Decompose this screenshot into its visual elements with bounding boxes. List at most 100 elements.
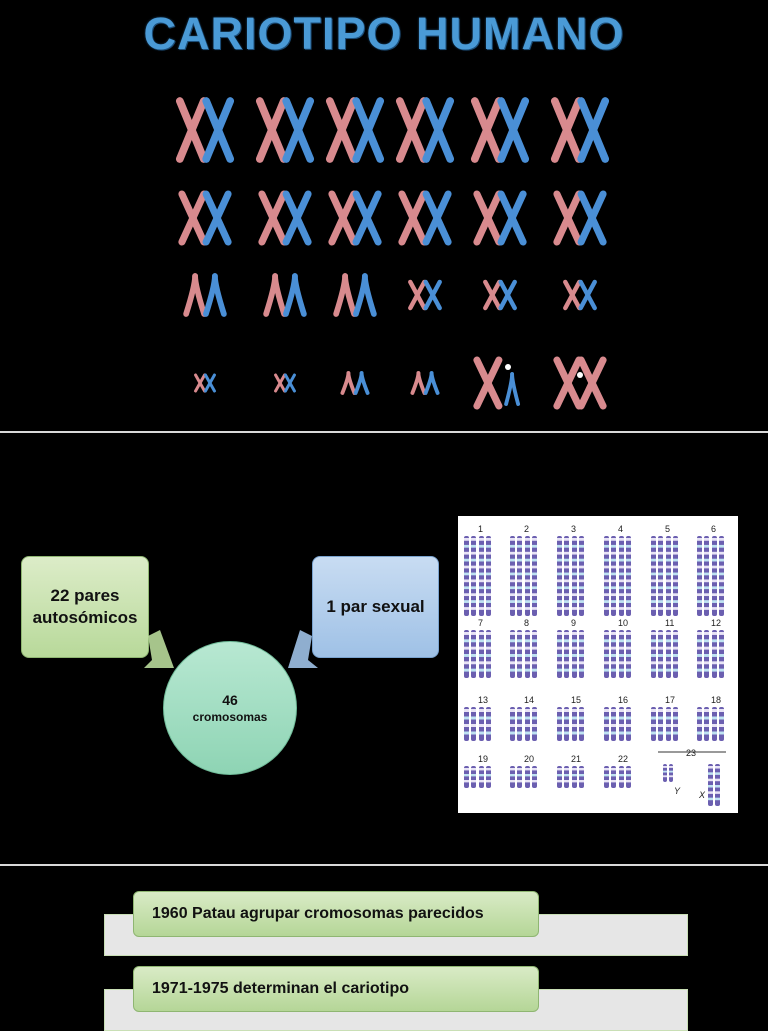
banded-chromosome [572,630,584,678]
chromosome-paternal [283,373,296,393]
chromosome-paternal [352,97,385,163]
chromosome-number-label: 22 [618,754,628,764]
chromosome-paternal [422,97,455,163]
sex-pair-box: 1 par sexual [312,556,439,658]
x-label: X [698,790,706,800]
chromosome-x [577,356,607,410]
chromosome-number-label: 19 [478,754,488,764]
chromosome-paternal [352,190,382,246]
chromosome-paternal [497,190,527,246]
chromosome-x [553,356,583,410]
banded-chromosome [510,630,522,678]
total-number: 46 [222,692,238,708]
slide-divider [0,864,768,866]
chromosome-number-label: 12 [711,618,721,628]
chromosome-number-label: 15 [571,695,581,705]
banded-chromosome [619,707,631,741]
banded-chromosome-y [663,764,673,782]
sex-marker-dot [577,372,583,378]
slide-divider [0,431,768,433]
autosomes-line1: 22 pares [50,586,120,605]
banded-chromosome [479,630,491,678]
chromosome-maternal [340,371,357,395]
banded-chromosome [525,707,537,741]
chromosome-paternal [203,373,216,393]
chromosome-paternal [202,97,235,163]
chromosome-paternal [282,190,312,246]
banded-chromosome [572,766,584,788]
arrow-sex-to-circle [288,630,318,668]
banded-chromosome [479,536,491,616]
chromosome-paternal [282,97,315,163]
timeline-text-2: 1971-1975 determinan el cariotipo [152,980,409,997]
chromosome-number-label: 8 [524,618,529,628]
chromosome-number-label: 1 [478,524,483,534]
banded-chromosome [651,630,663,678]
chromosome-number-label: 11 [665,618,674,628]
chromosome-number-label: 6 [711,524,716,534]
total-word: cromosomas [192,710,268,724]
banded-chromosome [510,707,522,741]
banded-chromosome [712,707,724,741]
chromosome-x [473,356,503,410]
banded-chromosome [604,630,616,678]
banded-chromosome [604,707,616,741]
chromosome-paternal [353,371,370,395]
chromosome-number-label: 16 [618,695,628,705]
chromosome-paternal [578,279,597,311]
total-chromosomes-circle: 46 cromosomas [163,641,297,775]
arrow-autosomes-to-circle [144,630,174,668]
sex-pair-label: 1 par sexual [326,597,425,616]
chromosome-paternal [498,279,517,311]
chromosome-number-label: 9 [571,618,576,628]
banded-chromosome [510,536,522,616]
banded-chromosome [464,707,476,741]
banded-chromosome [572,707,584,741]
banded-chromosome [666,707,678,741]
sex-marker-dot [505,364,511,370]
chromosome-maternal [328,190,358,246]
banded-chromosome [525,536,537,616]
chromosome-paternal [423,279,442,311]
chromosome-maternal [553,190,583,246]
banded-chromosome [464,766,476,788]
chromosome-maternal [175,97,208,163]
banded-chromosome [525,766,537,788]
chromosome-y [504,372,521,406]
chromosome-maternal [333,273,357,317]
banded-chromosome [464,630,476,678]
chromosome-number-label: 17 [665,695,675,705]
chromosome-maternal [263,273,287,317]
chromosome-maternal [194,373,207,393]
chromosome-maternal [398,190,428,246]
chromosome-maternal [483,279,502,311]
banded-chromosome [510,766,522,788]
banded-chromosome [557,707,569,741]
chromosome-maternal [258,190,288,246]
y-label: Y [674,786,681,796]
chromosome-maternal [255,97,288,163]
chromosome-maternal [325,97,358,163]
banded-chromosome [604,536,616,616]
chromosome-paternal [577,190,607,246]
chromosome-number-label: 18 [711,695,721,705]
chromosome-maternal [395,97,428,163]
chromosome-maternal [183,273,207,317]
chromosome-maternal [178,190,208,246]
timeline-text-1: 1960 Patau agrupar cromosomas parecidos [152,905,484,922]
chromosome-number-label: 7 [478,618,483,628]
banded-chromosome [651,707,663,741]
banded-chromosome [712,630,724,678]
chromosome-paternal [577,97,610,163]
chromosome-maternal [274,373,287,393]
banded-chromosome [557,536,569,616]
chromosome-number-label: 10 [618,618,628,628]
chromosome-number-label: 2 [524,524,529,534]
chromosome-number-label: 3 [571,524,576,534]
banded-chromosome [619,766,631,788]
banded-chromosome [619,630,631,678]
banded-chromosome-x [708,764,720,806]
